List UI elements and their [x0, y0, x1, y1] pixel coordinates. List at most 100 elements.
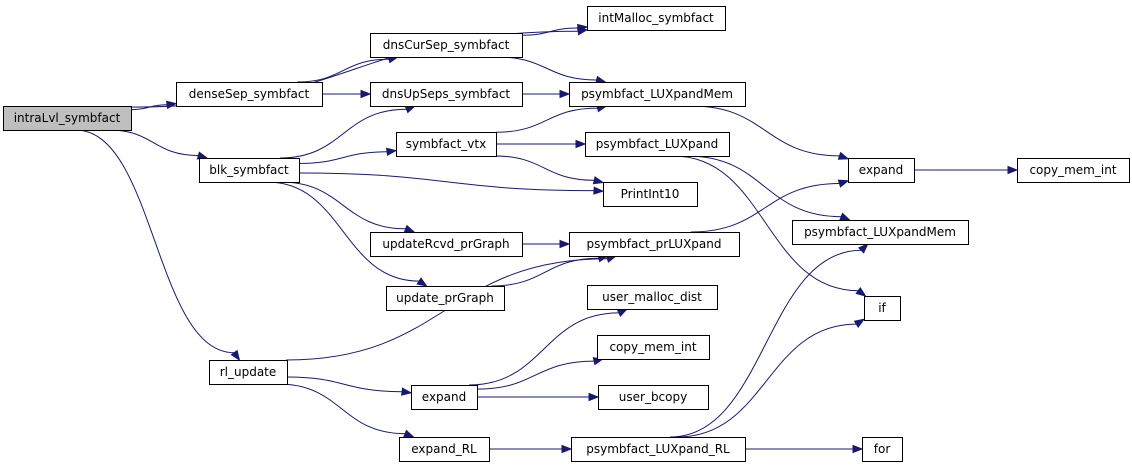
node-label-LUXpand: psymbfact_LUXpand	[596, 137, 718, 151]
node-copy_mem_int_right[interactable]: copy_mem_int	[1017, 158, 1130, 183]
node-box-denseSep	[176, 82, 323, 107]
node-label-copy_mem_int_right: copy_mem_int	[1029, 163, 1116, 177]
node-rl_update[interactable]: rl_update	[209, 360, 288, 385]
node-box-for	[862, 437, 903, 462]
node-box-symbfact_vtx	[396, 132, 497, 157]
edge-blk-to-dnsUpSeps	[280, 108, 407, 159]
edge-LUXpand_RL-to-LUXpandMem_2	[670, 249, 862, 438]
arrowhead-expand_right-to-copy_mem_int_right	[1007, 165, 1019, 175]
edge-update_prGraph-to-prLUXpand	[491, 257, 599, 287]
node-box-PrintInt10	[603, 182, 698, 207]
arrowhead-rl_update-to-expand_mid	[401, 387, 413, 396]
node-prLUXpand[interactable]: psymbfact_prLUXpand	[569, 232, 740, 257]
node-LUXpandMem_2[interactable]: psymbfact_LUXpandMem	[792, 220, 969, 245]
node-updateRcvd[interactable]: updateRcvd_prGraph	[370, 232, 523, 257]
edge-symbfact_vtx-to-LUXpandMem_1	[495, 107, 598, 133]
edge-intraLvl-to-rl_update	[75, 129, 235, 354]
node-LUXpand[interactable]: psymbfact_LUXpand	[585, 132, 730, 157]
node-label-for: for	[874, 442, 891, 456]
node-label-user_malloc_dist: user_malloc_dist	[602, 290, 702, 304]
node-label-LUXpandMem_2: psymbfact_LUXpandMem	[804, 225, 956, 239]
arrowhead-LUXpand_RL-to-LUXpandMem_2	[857, 243, 869, 254]
arrowhead-blk-to-PrintInt10	[593, 186, 605, 195]
node-label-update_prGraph: update_prGraph	[396, 291, 494, 305]
arrowhead-expand_mid-to-user_bcopy	[588, 392, 600, 402]
node-symbfact_vtx[interactable]: symbfact_vtx	[396, 132, 497, 157]
node-label-copy_mem_int_mid: copy_mem_int	[609, 340, 696, 354]
arrowhead-expand_mid-to-user_malloc_dist	[616, 308, 629, 317]
node-label-if: if	[878, 301, 886, 315]
edge-denseSep-to-dnsCurSep	[297, 58, 390, 83]
node-box-dnsCurSep	[370, 33, 523, 58]
node-intraLvl[interactable]: intraLvl_symbfact	[3, 106, 132, 131]
edge-rl_update-to-expand_RL	[278, 383, 406, 435]
edge-LUXpand-to-if	[673, 155, 859, 292]
arrowhead-symbfact_vtx-to-PrintInt10	[592, 176, 605, 185]
edges-layer	[75, 23, 1019, 454]
node-LUXpandMem_1[interactable]: psymbfact_LUXpandMem	[569, 82, 746, 107]
node-copy_mem_int_mid[interactable]: copy_mem_int	[597, 335, 710, 360]
node-for[interactable]: for	[862, 437, 903, 462]
node-label-blk: blk_symbfact	[209, 163, 289, 177]
node-user_malloc_dist[interactable]: user_malloc_dist	[587, 285, 718, 310]
node-label-expand_right: expand	[859, 163, 903, 177]
nodes-layer: intraLvl_symbfact denseSep_symbfact blk_sy…	[3, 6, 1130, 462]
node-dnsCurSep[interactable]: dnsCurSep_symbfact	[370, 33, 523, 58]
node-label-dnsCurSep: dnsCurSep_symbfact	[383, 38, 510, 52]
arrowhead-intraLvl-to-rl_update	[230, 349, 241, 362]
node-label-intraLvl: intraLvl_symbfact	[14, 111, 121, 125]
node-expand_mid[interactable]: expand	[411, 385, 478, 410]
node-box-rl_update	[209, 360, 288, 385]
node-dnsUpSeps[interactable]: dnsUpSeps_symbfact	[370, 82, 523, 107]
arrowhead-blk-to-symbfact_vtx	[386, 147, 398, 156]
node-PrintInt10[interactable]: PrintInt10	[603, 182, 698, 207]
edge-symbfact_vtx-to-PrintInt10	[494, 155, 595, 181]
edge-rl_update-to-expand_mid	[286, 376, 403, 393]
edge-LUXpand_RL-to-if	[677, 323, 857, 438]
node-label-expand_RL: expand_RL	[411, 442, 477, 456]
arrowhead-dnsCurSep-to-intMalloc	[577, 23, 589, 33]
node-intMalloc[interactable]: intMalloc_symbfact	[587, 6, 726, 31]
arrowhead-blk-to-updateRcvd	[403, 224, 416, 233]
node-box-expand_mid	[411, 385, 478, 410]
edge-LUXpandMem_1-to-expand_right	[692, 105, 840, 157]
edge-expand_mid-to-user_malloc_dist	[468, 312, 619, 386]
node-blk[interactable]: blk_symbfact	[199, 158, 300, 183]
node-box-if	[864, 296, 901, 321]
node-if[interactable]: if	[864, 296, 901, 321]
node-user_bcopy[interactable]: user_bcopy	[598, 385, 709, 410]
node-label-intMalloc: intMalloc_symbfact	[598, 11, 714, 25]
node-box-LUXpand_RL	[571, 437, 746, 462]
arrowhead-blk-to-update_prGraph	[416, 277, 428, 287]
node-label-expand_mid: expand	[422, 390, 466, 404]
node-label-symbfact_vtx: symbfact_vtx	[406, 137, 486, 151]
node-label-LUXpand_RL: psymbfact_LUXpand_RL	[586, 442, 730, 456]
node-box-user_bcopy	[598, 385, 709, 410]
edge-blk-to-PrintInt10	[298, 172, 595, 192]
node-label-denseSep: denseSep_symbfact	[189, 87, 310, 101]
arrowhead-intraLvl-to-blk	[196, 151, 209, 160]
node-denseSep[interactable]: denseSep_symbfact	[176, 82, 323, 107]
edge-prLUXpand-to-expand_right	[690, 183, 840, 233]
arrowhead-rl_update-to-expand_RL	[403, 429, 415, 438]
node-box-updateRcvd	[370, 232, 523, 257]
node-label-prLUXpand: psymbfact_prLUXpand	[587, 237, 722, 251]
node-label-LUXpandMem_1: psymbfact_LUXpandMem	[581, 87, 733, 101]
node-update_prGraph[interactable]: update_prGraph	[386, 286, 505, 311]
node-box-copy_mem_int_mid	[597, 335, 710, 360]
arrowhead-symbfact_vtx-to-LUXpand	[575, 139, 587, 149]
node-label-PrintInt10: PrintInt10	[621, 187, 680, 201]
edge-blk-to-updateRcvd	[280, 181, 406, 230]
arrowhead-LUXpand_RL-to-for	[852, 444, 864, 454]
node-box-expand_right	[848, 158, 915, 183]
node-expand_right[interactable]: expand	[848, 158, 915, 183]
node-box-update_prGraph	[386, 286, 505, 311]
node-expand_RL[interactable]: expand_RL	[399, 437, 490, 462]
node-label-dnsUpSeps: dnsUpSeps_symbfact	[382, 87, 511, 101]
edge-blk-to-update_prGraph	[267, 181, 420, 282]
arrowhead-updateRcvd-to-prLUXpand	[559, 239, 571, 249]
node-box-expand_RL	[399, 437, 490, 462]
arrowhead-expand_RL-to-LUXpand_RL	[561, 444, 573, 454]
arrowhead-denseSep-to-dnsUpSeps	[360, 89, 372, 99]
node-LUXpand_RL[interactable]: psymbfact_LUXpand_RL	[571, 437, 746, 462]
